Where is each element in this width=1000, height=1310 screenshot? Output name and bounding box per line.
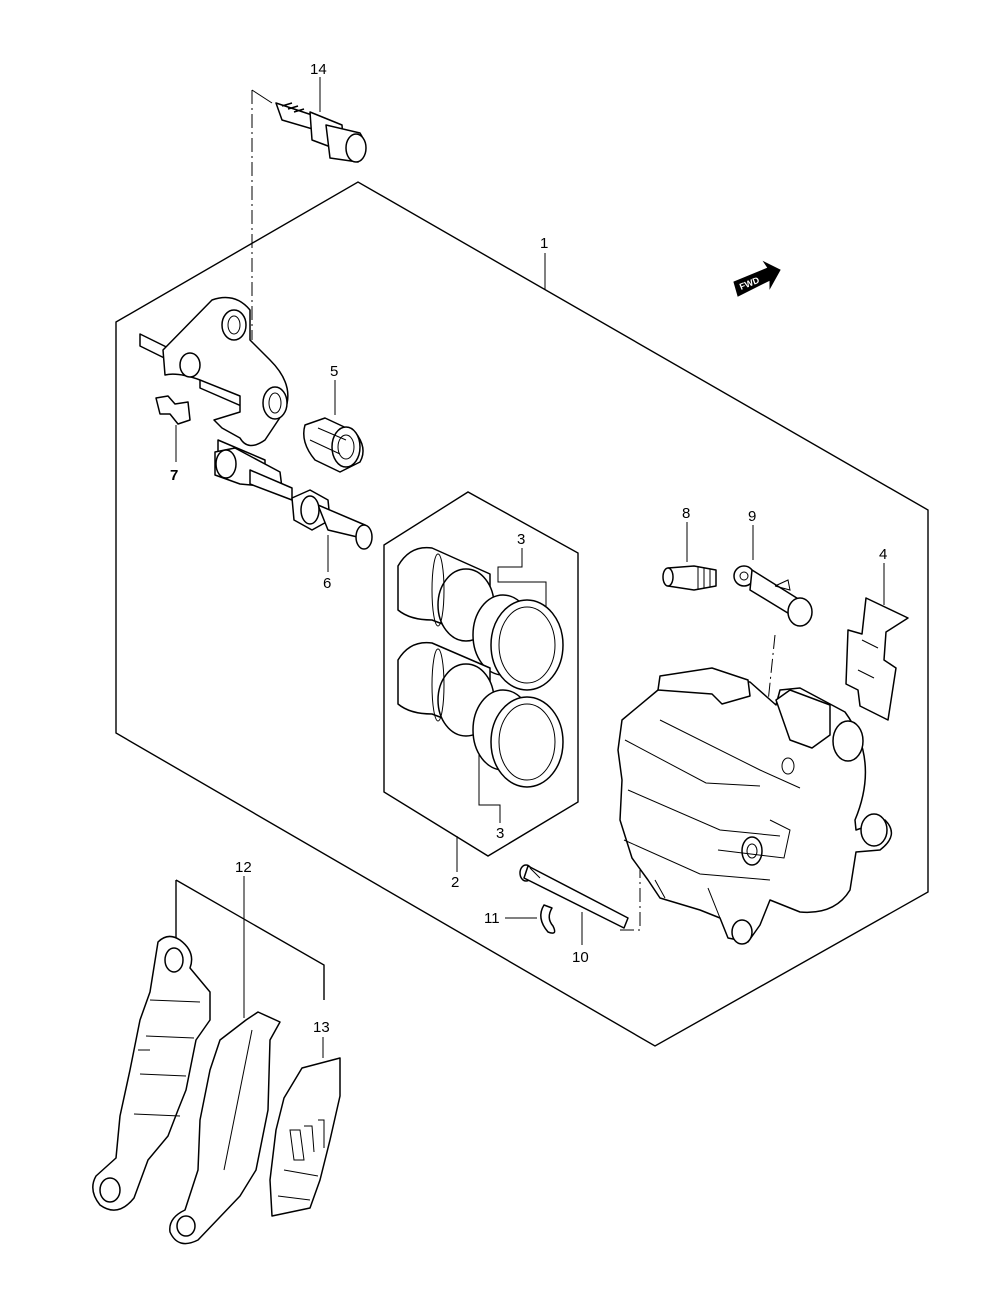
callout-7: 7 <box>170 467 178 484</box>
boot-part-5 <box>303 417 364 473</box>
callout-1: 1 <box>540 235 548 252</box>
seal-upper-part-3 <box>472 594 564 691</box>
callout-8: 8 <box>682 505 690 522</box>
pad-set-bracket <box>175 879 325 1000</box>
union-part-9 <box>733 565 813 627</box>
callout-13: 13 <box>313 1019 330 1036</box>
clip-part-11 <box>540 904 556 934</box>
callout-14: 14 <box>310 61 327 78</box>
pad-spring-part-4 <box>845 597 909 721</box>
assembly-2-outline <box>383 491 579 857</box>
pad-shim-part-13 <box>269 1057 341 1217</box>
callout-11: 11 <box>484 910 500 927</box>
assembly-1-outline <box>115 181 929 1047</box>
bolt-part-14 <box>275 102 367 163</box>
callout-3-upper: 3 <box>517 531 525 548</box>
callout-4: 4 <box>879 546 887 563</box>
leader-3a <box>497 548 547 608</box>
callout-10: 10 <box>572 949 589 966</box>
callout-9: 9 <box>748 508 756 525</box>
piston-upper <box>397 546 495 643</box>
callout-3-lower: 3 <box>496 825 504 842</box>
callout-5: 5 <box>330 363 338 380</box>
alignment-line-bolt-top <box>251 89 273 104</box>
seal-lower-part-3 <box>472 689 564 788</box>
pad-clip-part-7 <box>155 395 191 425</box>
pad-pin-part-10 <box>519 864 629 929</box>
caliper-body <box>617 667 893 945</box>
callout-6: 6 <box>323 575 331 592</box>
brake-pad-outer-part-12 <box>92 935 211 1211</box>
callout-12: 12 <box>235 859 252 876</box>
caliper-bracket <box>139 296 293 501</box>
alignment-line-pin <box>620 870 641 931</box>
callout-2: 2 <box>451 874 459 891</box>
bleeder-part-8 <box>662 565 717 591</box>
brake-pad-inner <box>169 1011 281 1245</box>
fwd-arrow-icon: FWD <box>733 260 781 297</box>
pin-part-6 <box>291 489 373 550</box>
